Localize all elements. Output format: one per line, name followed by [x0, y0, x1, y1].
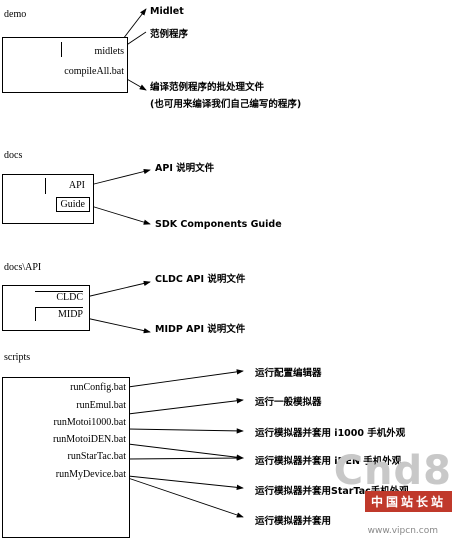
- item-runmotoi1000: runMotoi1000.bat: [53, 417, 127, 428]
- note-midlet: Midlet: [150, 6, 184, 17]
- tree-line: [35, 307, 36, 321]
- note-sdk-guide: SDK Components Guide: [155, 219, 282, 230]
- folder-box-docs-api: CLDC MIDP: [2, 285, 90, 331]
- note-compile-batch-2: (也可用来编译我们自己编写的程序): [150, 99, 302, 110]
- arrow-runemul: [127, 398, 244, 415]
- folder-box-docs: API Guide: [2, 174, 94, 224]
- arrow-runmydevice-1: [127, 475, 244, 491]
- watermark-subtitle: 中国站长站: [364, 491, 452, 512]
- arrow-runmotoiden: [127, 443, 244, 460]
- note-runconfig: 运行配置编辑器: [255, 368, 322, 379]
- note-compile-batch: 编译范例程序的批处理文件: [150, 82, 265, 93]
- item-runemul: runEmul.bat: [76, 400, 126, 411]
- item-compileall: compileAll.bat: [64, 66, 124, 77]
- item-api: API: [68, 180, 85, 191]
- note-runmydevice: 运行模拟器并套用: [255, 516, 332, 527]
- folder-box-demo: midlets compileAll.bat: [2, 37, 128, 93]
- arrow-runmydevice-2: [127, 477, 244, 518]
- folder-box-scripts: runConfig.bat runEmul.bat runMotoi1000.b…: [2, 377, 130, 538]
- arrow-cldc: [85, 280, 151, 298]
- item-cldc: CLDC: [56, 292, 83, 303]
- note-runmotoiden: 运行模拟器并套用 iDEN 手机外观: [255, 456, 402, 467]
- note-cldc-api: CLDC API 说明文件: [155, 274, 246, 285]
- item-runmotoiden: runMotoiDEN.bat: [52, 434, 126, 445]
- item-midlets: midlets: [94, 46, 124, 57]
- arrow-midp: [85, 317, 151, 334]
- tree-line: [35, 291, 83, 292]
- tree-line: [35, 307, 83, 308]
- arrow-runmotoi1000: [127, 428, 244, 434]
- note-sample-programs: 范例程序: [150, 29, 189, 40]
- folder-label-scripts: scripts: [4, 352, 31, 363]
- tree-line: [45, 178, 46, 194]
- arrow-runstartac: [127, 455, 244, 461]
- note-runemul: 运行一般模拟器: [255, 397, 322, 408]
- folder-label-docs-api: docs\API: [4, 262, 42, 273]
- item-midp: MIDP: [57, 309, 83, 320]
- arrow-runconfig: [127, 369, 244, 388]
- folder-label-demo: demo: [4, 9, 27, 20]
- item-guide: Guide: [55, 197, 90, 212]
- watermark-url: www.vipcn.com: [367, 526, 438, 536]
- note-runstartac: 运行模拟器并套用StarTac手机外观: [255, 486, 409, 497]
- note-api-docs: API 说明文件: [155, 163, 215, 174]
- item-runstartac: runStarTac.bat: [67, 451, 126, 462]
- arrow-api: [89, 168, 151, 186]
- item-runmydevice: runMyDevice.bat: [55, 469, 126, 480]
- tree-line: [61, 42, 62, 57]
- folder-label-docs: docs: [4, 150, 23, 161]
- watermark-logo-text: Cnd8: [333, 448, 452, 494]
- item-runconfig: runConfig.bat: [70, 382, 126, 393]
- watermark-logo: Cnd8 中国站长站: [334, 451, 452, 512]
- note-runmotoi1000: 运行模拟器并套用 i1000 手机外观: [255, 428, 406, 439]
- arrow-guide: [90, 205, 151, 225]
- note-midp-api: MIDP API 说明文件: [155, 324, 246, 335]
